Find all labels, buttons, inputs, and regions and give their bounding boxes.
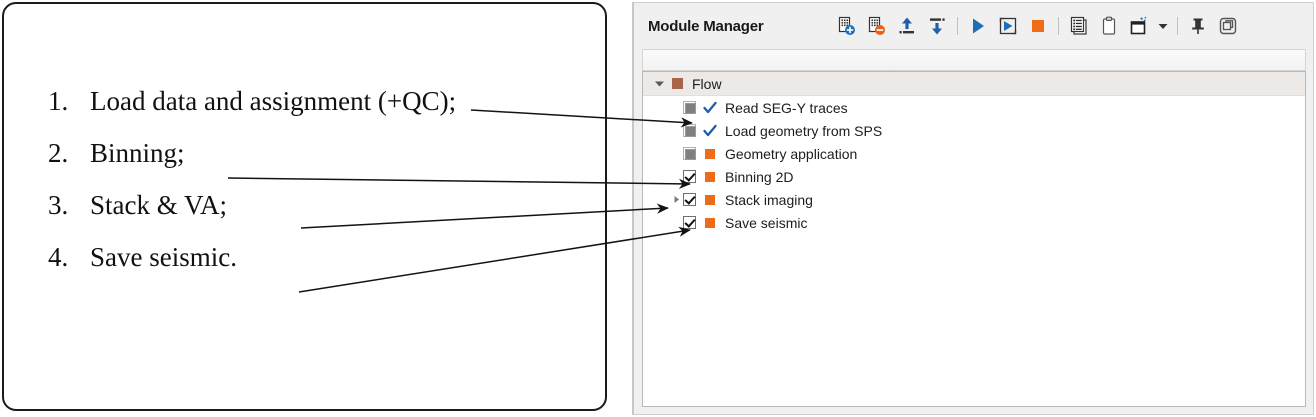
clipboard-icon[interactable] xyxy=(1094,11,1124,41)
tree-item-label: Geometry application xyxy=(725,145,858,162)
step-text: Load data and assignment (+QC); xyxy=(90,86,457,116)
chevron-down-icon[interactable] xyxy=(649,78,669,89)
list-item: 4. Save seismic. xyxy=(48,242,588,294)
float-window-icon[interactable] xyxy=(1213,11,1243,41)
status-square-icon xyxy=(702,148,718,159)
tree-row-root[interactable]: Flow xyxy=(643,72,1305,96)
status-check-icon xyxy=(702,124,718,138)
enable-checkbox[interactable] xyxy=(683,216,696,229)
tree-item-label: Stack imaging xyxy=(725,191,813,208)
status-square-icon xyxy=(702,171,718,182)
table-row[interactable]: Read SEG-Y traces xyxy=(643,96,1305,119)
tree-item-label: Binning 2D xyxy=(725,168,794,185)
step-text: Save seismic. xyxy=(90,242,237,272)
steps-panel: 1. Load data and assignment (+QC); 2. Bi… xyxy=(2,2,607,411)
tree-item-label: Read SEG-Y traces xyxy=(725,99,848,116)
run-flow-icon[interactable] xyxy=(963,11,993,41)
tree-item-label: Load geometry from SPS xyxy=(725,122,883,139)
move-down-icon[interactable] xyxy=(922,11,952,41)
table-row[interactable]: Save seismic xyxy=(643,211,1305,234)
step-text: Stack & VA; xyxy=(90,190,228,220)
tree-item-label: Save seismic xyxy=(725,214,808,231)
pin-icon[interactable] xyxy=(1183,11,1213,41)
step-number: 3. xyxy=(48,190,69,220)
toolbar xyxy=(832,11,1243,41)
step-number: 2. xyxy=(48,138,69,168)
remove-module-icon[interactable] xyxy=(862,11,892,41)
run-step-icon[interactable] xyxy=(993,11,1023,41)
table-row[interactable]: Stack imaging xyxy=(643,188,1305,211)
enable-checkbox[interactable] xyxy=(683,124,696,137)
flow-tree[interactable]: Flow Read SEG-Y traces Load geometry fro… xyxy=(642,71,1306,407)
toolbar-strip xyxy=(642,49,1306,71)
table-row[interactable]: Geometry application xyxy=(643,142,1305,165)
enable-checkbox[interactable] xyxy=(683,170,696,183)
toolbar-separator xyxy=(1172,15,1183,37)
step-text: Binning; xyxy=(90,138,185,168)
toolbar-separator xyxy=(952,15,963,37)
stop-icon[interactable] xyxy=(1023,11,1053,41)
table-row[interactable]: Load geometry from SPS xyxy=(643,119,1305,142)
dropdown-caret-icon[interactable] xyxy=(1154,11,1172,41)
module-manager-titlebar: Module Manager xyxy=(634,3,1313,49)
list-item: 3. Stack & VA; xyxy=(48,190,588,242)
status-square-icon xyxy=(702,194,718,205)
flow-square-icon xyxy=(669,78,685,89)
enable-checkbox[interactable] xyxy=(683,101,696,114)
toolbar-separator xyxy=(1053,15,1064,37)
step-number: 4. xyxy=(48,242,69,272)
list-item: 1. Load data and assignment (+QC); xyxy=(48,86,588,138)
status-check-icon xyxy=(702,101,718,115)
module-manager-panel: Module Manager xyxy=(632,2,1314,415)
page-title: Module Manager xyxy=(648,17,764,35)
log-icon[interactable] xyxy=(1064,11,1094,41)
step-number: 1. xyxy=(48,86,69,116)
new-window-icon[interactable] xyxy=(1124,11,1154,41)
table-row[interactable]: Binning 2D xyxy=(643,165,1305,188)
enable-checkbox[interactable] xyxy=(683,193,696,206)
tree-root-label: Flow xyxy=(692,75,722,92)
steps-list: 1. Load data and assignment (+QC); 2. Bi… xyxy=(48,86,588,294)
move-up-icon[interactable] xyxy=(892,11,922,41)
status-square-icon xyxy=(702,217,718,228)
list-item: 2. Binning; xyxy=(48,138,588,190)
chevron-right-icon[interactable] xyxy=(669,195,683,204)
enable-checkbox[interactable] xyxy=(683,147,696,160)
add-module-icon[interactable] xyxy=(832,11,862,41)
status-bar xyxy=(642,407,1306,415)
